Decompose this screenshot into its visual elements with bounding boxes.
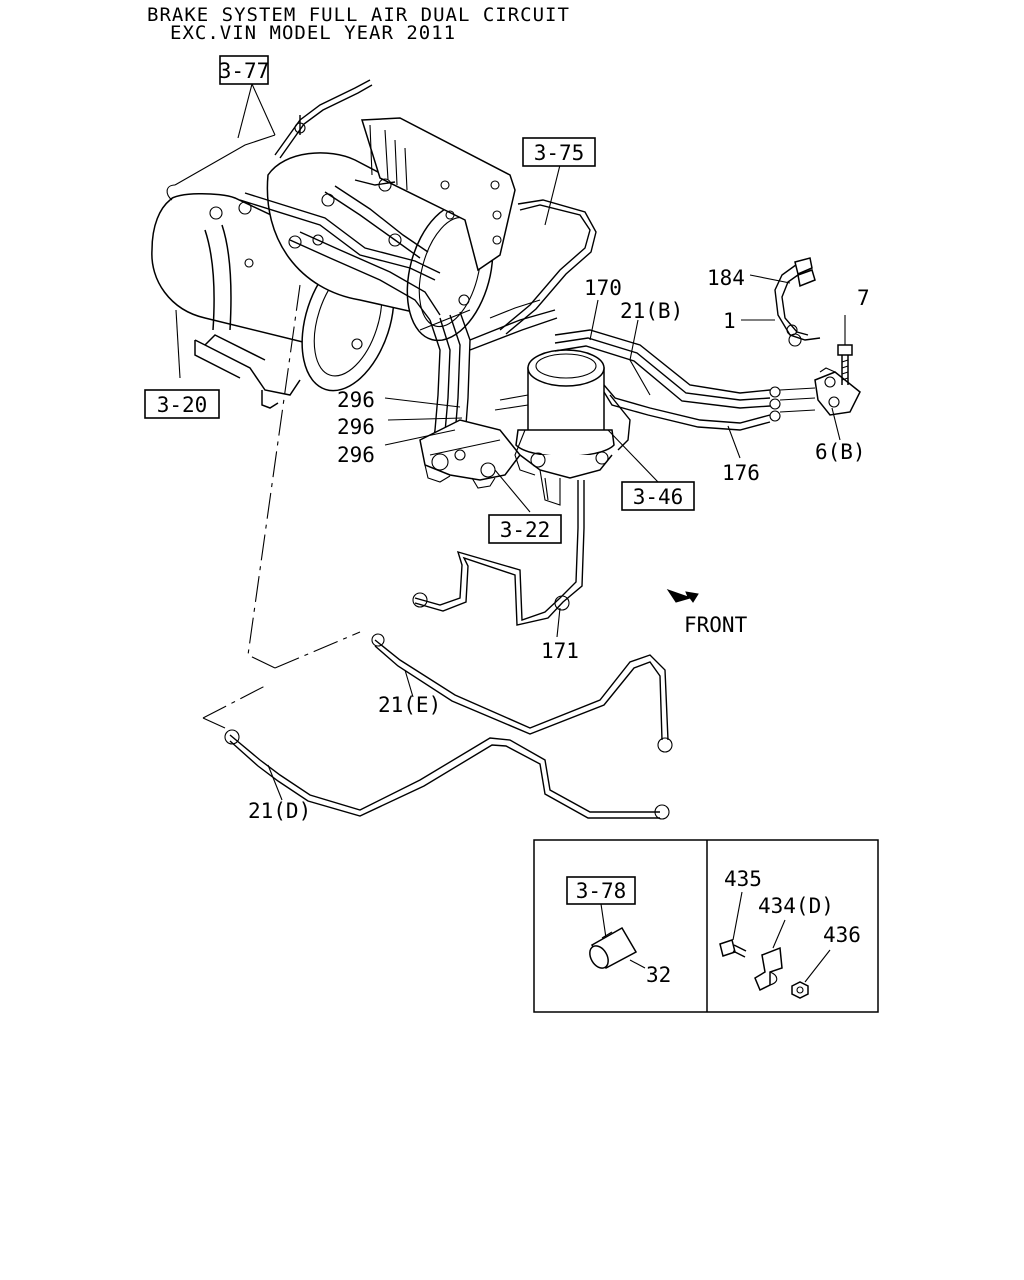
- front-label: FRONT: [684, 613, 748, 637]
- valve-block: [419, 419, 521, 489]
- air-tanks-assembly: [151, 117, 516, 409]
- callout-184: 184: [707, 266, 745, 290]
- ref-label-3-75: 3-75: [534, 141, 585, 165]
- callout-21b: 21(B): [620, 299, 683, 323]
- callout-296-b: 296: [337, 415, 375, 439]
- callout-170: 170: [584, 276, 622, 300]
- callout-21d: 21(D): [248, 799, 311, 823]
- part-435-bolt: [719, 939, 747, 958]
- front-arrow-icon: [666, 589, 699, 603]
- right-line-group: [554, 329, 816, 451]
- callout-436: 436: [823, 923, 861, 947]
- callout-171: 171: [541, 639, 579, 663]
- callout-32: 32: [646, 963, 671, 987]
- ref-label-3-20: 3-20: [157, 393, 208, 417]
- ref-box-3-20[interactable]: 3-20: [144, 389, 220, 419]
- bolt-7: [837, 344, 853, 385]
- ref-box-3-78[interactable]: 3-78: [566, 876, 636, 905]
- hose-184: [774, 257, 821, 347]
- ref-label-3-77: 3-77: [219, 59, 270, 83]
- callout-21e: 21(E): [378, 693, 441, 717]
- callout-7: 7: [857, 286, 870, 310]
- part-436-nut: [791, 981, 809, 999]
- callout-434d: 434(D): [758, 894, 834, 918]
- ref-box-3-77[interactable]: 3-77: [219, 55, 270, 85]
- part-32-sleeve: [589, 926, 638, 969]
- air-dryer: [494, 349, 615, 506]
- ref-box-3-46[interactable]: 3-46: [621, 481, 695, 511]
- ref-box-3-22[interactable]: 3-22: [488, 514, 562, 544]
- leader-lines: [175, 83, 846, 801]
- callout-296-a: 296: [337, 388, 375, 412]
- ref-label-3-78: 3-78: [576, 879, 627, 903]
- ref-box-3-75[interactable]: 3-75: [522, 137, 596, 167]
- line-21e: [371, 633, 673, 753]
- line-171: [412, 480, 585, 626]
- callout-435: 435: [724, 867, 762, 891]
- diagram-title-line2: EXC.VIN MODEL YEAR 2011: [170, 22, 456, 44]
- ref-label-3-46: 3-46: [633, 485, 684, 509]
- detail-inset-panel: 3-78 32 435 434(D) 436: [533, 839, 879, 1013]
- callout-6b: 6(B): [815, 440, 866, 464]
- callout-1: 1: [723, 309, 736, 333]
- junction-block: [814, 367, 861, 416]
- upper-air-lines: [166, 79, 597, 335]
- ref-label-3-22: 3-22: [500, 518, 551, 542]
- line-21d: [224, 729, 670, 820]
- diagram-title-line1: BRAKE SYSTEM FULL AIR DUAL CIRCUIT: [147, 4, 570, 26]
- callout-176: 176: [722, 461, 760, 485]
- callout-296-c: 296: [337, 443, 375, 467]
- part-434d-clip: [754, 946, 783, 992]
